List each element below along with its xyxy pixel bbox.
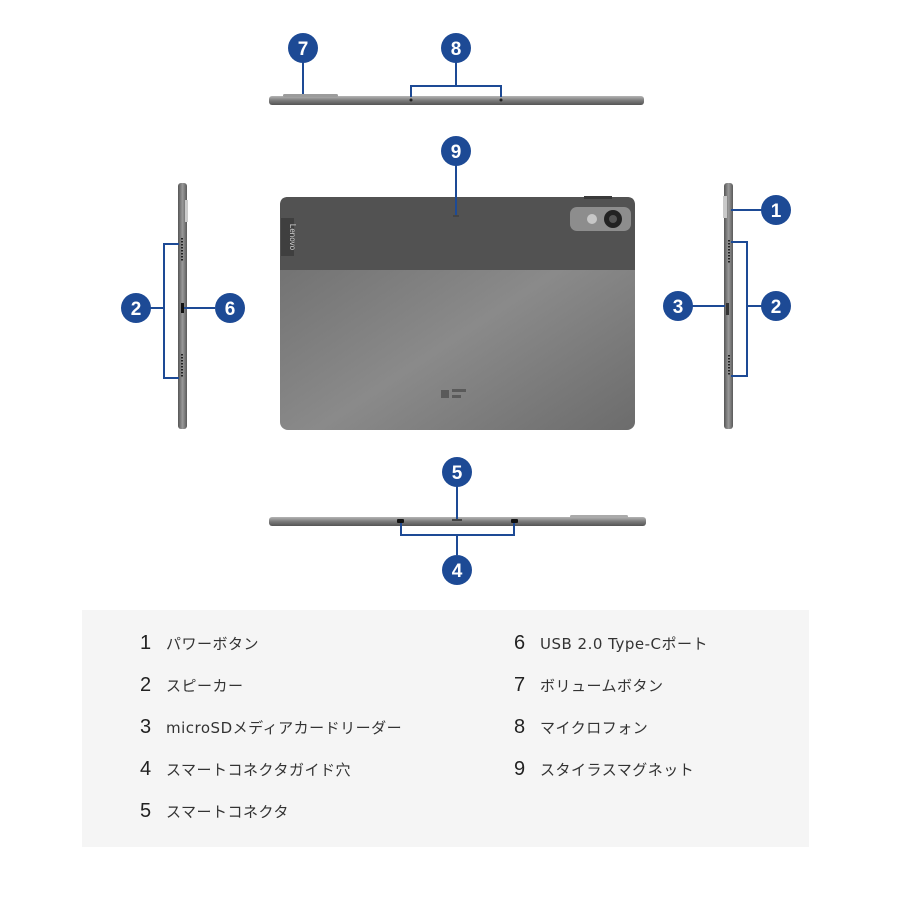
back-view: Lenovo [280,196,635,430]
svg-text:4: 4 [452,561,463,582]
speaker-grille-upper [181,238,183,261]
legend-number: 7 [514,673,526,696]
legend-item-2: 2 スピーカー [140,664,402,706]
legend-label: スタイラスマグネット [540,760,695,779]
stylus-magnet-mark [453,215,459,217]
svg-text:8: 8 [451,39,462,60]
tablet-top-edge [269,96,644,105]
smart-connector [452,519,462,521]
legend-number: 6 [514,631,526,654]
flash-icon [587,214,597,224]
microsd-slot [726,303,729,315]
legend-label: パワーボタン [166,634,260,653]
svg-text:2: 2 [771,297,782,318]
speaker-grille-lower [181,354,183,377]
right-side-view [723,183,733,429]
legend-label: USB 2.0 Type-Cポート [540,634,709,653]
microphone-hole [499,98,503,102]
callout-9: 9 [441,136,471,166]
logo-area [281,218,294,256]
microphone-hole [409,98,413,102]
legend-number: 8 [514,715,526,738]
legend-item-8: 8 マイクロフォン [514,706,708,748]
legend-item-5: 5 スマートコネクタ [140,790,402,832]
svg-text:9: 9 [451,142,462,163]
callout-4: 4 [442,555,472,585]
left-side-view [178,183,188,429]
callout-2-left: 2 [121,293,151,323]
callout-leader-lines [302,62,502,97]
tablet-back-top-band [280,197,635,270]
tablet-bottom-edge [269,517,646,526]
legend-number: 4 [140,757,152,780]
legend-number: 2 [140,673,152,696]
legend-label: マイクロフォン [540,718,649,737]
legend-number: 9 [514,757,526,780]
legend-column-left: 1 パワーボタン 2 スピーカー 3 microSDメディアカードリーダー 4 … [140,610,402,832]
callout-6: 6 [215,293,245,323]
callout-5: 5 [442,457,472,487]
regulatory-marks [441,389,466,398]
legend-panel: 1 パワーボタン 2 スピーカー 3 microSDメディアカードリーダー 4 … [82,610,809,847]
legend-label: ボリュームボタン [540,676,664,695]
brand-logo: Lenovo [288,224,297,251]
svg-text:6: 6 [225,299,236,320]
legend-item-4: 4 スマートコネクタガイド穴 [140,748,402,790]
legend-item-6: 6 USB 2.0 Type-Cポート [514,622,708,664]
legend-label: スマートコネクタ [166,802,289,821]
speaker-grille-upper-right [728,240,730,263]
legend-item-3: 3 microSDメディアカードリーダー [140,706,402,748]
callout-1: 1 [761,195,791,225]
legend-item-1: 1 パワーボタン [140,622,402,664]
legend-item-7: 7 ボリュームボタン [514,664,708,706]
legend-number: 1 [140,631,152,654]
svg-text:5: 5 [452,463,463,484]
speaker-grille-lower-right [728,355,730,375]
top-button-edge [584,196,612,199]
svg-text:2: 2 [131,299,142,320]
legend-column-right: 6 USB 2.0 Type-Cポート 7 ボリュームボタン 8 マイクロフォン… [514,610,708,790]
bottom-edge-view [269,515,646,526]
svg-text:3: 3 [673,297,684,318]
guide-hole [397,519,404,523]
callout-3: 3 [663,291,693,321]
legend-label: スピーカー [166,676,244,695]
power-button-shape [723,196,727,218]
callout-8: 8 [441,33,471,63]
legend-number: 3 [140,715,152,738]
guide-hole [511,519,518,523]
callout-7: 7 [288,33,318,63]
legend-item-9: 9 スタイラスマグネット [514,748,708,790]
legend-number: 5 [140,799,152,822]
tablet-diagram: Lenovo [121,33,791,585]
svg-text:7: 7 [298,39,309,60]
volume-button-shape [283,94,338,97]
legend-label: microSDメディアカードリーダー [166,718,403,737]
callout-2-right: 2 [761,291,791,321]
usb-c-port [181,303,184,313]
legend-label: スマートコネクタガイド穴 [166,760,351,779]
top-edge-view [269,94,644,105]
svg-text:1: 1 [771,201,782,222]
